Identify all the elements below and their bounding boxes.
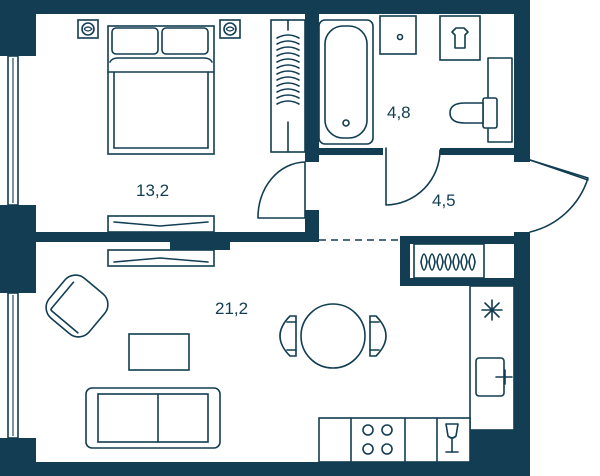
range-hood-icon bbox=[481, 299, 503, 321]
armchair bbox=[45, 274, 109, 338]
hangers-icon bbox=[276, 34, 300, 105]
right-wall-upper bbox=[514, 0, 530, 162]
hall-stub-wall bbox=[305, 210, 319, 242]
toilet-tank bbox=[482, 97, 498, 129]
bathroom-bottom-wall-right bbox=[440, 148, 514, 155]
bathroom-bottom-wall-left bbox=[319, 148, 383, 155]
kitchen-counter-bottom bbox=[318, 417, 471, 463]
top-wall bbox=[0, 0, 530, 14]
pillow-left bbox=[111, 27, 159, 55]
bottom-wall bbox=[36, 462, 516, 476]
left-wall-upper bbox=[0, 0, 36, 56]
partition-step bbox=[170, 240, 230, 250]
coffee-table bbox=[128, 333, 190, 371]
living-room-area-label: 21,2 bbox=[215, 299, 248, 318]
dining-chair-left bbox=[279, 315, 297, 357]
entrance-door bbox=[529, 159, 589, 233]
pillow-right bbox=[161, 27, 209, 55]
wine-glass-icon bbox=[445, 423, 459, 453]
kitchen-corner-column bbox=[470, 430, 516, 462]
left-wall-middle bbox=[0, 205, 36, 293]
bedroom-furniture bbox=[77, 19, 306, 233]
tshirt-icon bbox=[451, 27, 469, 49]
toilet bbox=[449, 102, 484, 124]
hallway-area-label: 4,5 bbox=[432, 191, 456, 210]
wardrobe-top-wall bbox=[400, 236, 514, 244]
bathroom-corner bbox=[305, 148, 319, 162]
bedroom-door bbox=[257, 161, 306, 219]
wardrobe-left-wall bbox=[400, 236, 410, 286]
living-furniture bbox=[45, 249, 515, 463]
drain-icon bbox=[342, 119, 350, 127]
windows bbox=[7, 55, 19, 439]
bathroom-area-label: 4,8 bbox=[387, 103, 411, 122]
bedroom-area-label: 13,2 bbox=[136, 181, 169, 200]
bedroom-dresser bbox=[107, 215, 215, 233]
bathroom-left-wall bbox=[305, 14, 319, 162]
walls bbox=[0, 0, 530, 476]
bathroom-furniture bbox=[318, 15, 513, 145]
room-labels: 13,2 21,2 4,8 4,5 bbox=[136, 103, 456, 318]
dining-chair-right bbox=[369, 315, 387, 357]
bathroom-door bbox=[385, 147, 441, 206]
dining-table bbox=[300, 303, 366, 369]
wardrobe-bottom-wall bbox=[400, 278, 514, 286]
bedroom-living-partition bbox=[36, 232, 319, 242]
hangers-icon bbox=[420, 253, 476, 263]
right-wall-lower bbox=[514, 232, 530, 476]
doors bbox=[257, 147, 589, 241]
stove-icon bbox=[362, 424, 393, 455]
washing-machine bbox=[439, 15, 481, 61]
left-wall-lower bbox=[0, 438, 36, 476]
hall-wardrobe bbox=[413, 243, 485, 279]
